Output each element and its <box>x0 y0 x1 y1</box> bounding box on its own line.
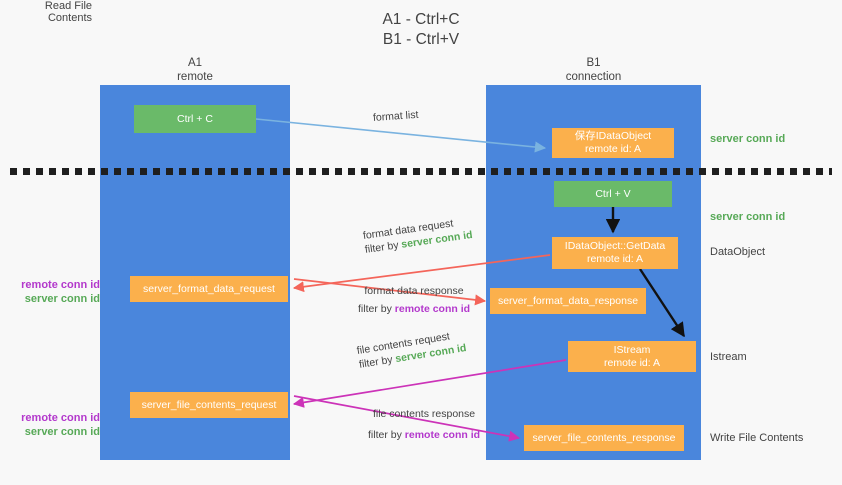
lane-header-a1: A1 remote <box>100 56 290 84</box>
label-remote-conn-id-1: remote conn id <box>21 279 100 291</box>
edge-label-format-data-response-line2: filter by remote conn id <box>358 302 470 316</box>
box-ctrl-v-label: Ctrl + V <box>595 187 631 200</box>
label-server-conn-id-mid: server conn id <box>710 211 786 223</box>
lane-b1-sub: connection <box>565 71 622 83</box>
filter-prefix: filter by <box>364 238 403 256</box>
box-idataobject-remote-id: remote id: A <box>584 143 642 155</box>
label-remote-conn-id-2: remote conn id <box>21 412 100 424</box>
box-istream-remote-id: remote id: A <box>603 356 661 369</box>
box-server-file-contents-request[interactable]: server_file_contents_request <box>130 392 288 418</box>
box-idataobject-getdata[interactable]: IDataObject::GetData remote id: A <box>552 237 678 269</box>
box-idataobject[interactable]: 保存IDataObject remote id: A <box>552 128 674 158</box>
edge-label-format-data-response: format data response filter by remote co… <box>358 284 470 316</box>
title-line-2: B1 - Ctrl+V <box>382 31 460 48</box>
box-ctrl-c-label: Ctrl + C <box>177 112 213 125</box>
box-idataobject-title: 保存IDataObject <box>574 130 652 142</box>
edge-label-format-data-request: format data request filter by server con… <box>362 214 473 257</box>
label-conn-ids-format: remote conn id server conn id <box>10 278 100 306</box>
edge-label-format-list: format list <box>372 108 419 124</box>
edge-label-file-contents-response-line2: filter by remote conn id <box>368 428 480 442</box>
edge-label-file-contents-request: file contents request filter by server c… <box>356 327 468 372</box>
label-server-conn-id-1: server conn id <box>24 293 100 305</box>
lane-b1-name: B1 <box>586 57 601 69</box>
box-server-format-data-request-label: server_format_data_request <box>143 282 275 295</box>
label-dataobject: DataObject <box>710 246 766 258</box>
label-server-conn-id-top: server conn id <box>710 133 786 145</box>
box-getdata-remote-id: remote id: A <box>586 253 644 265</box>
lane-a1-sub: remote <box>177 71 213 83</box>
box-getdata-title: IDataObject::GetData <box>564 240 666 252</box>
filter-prefix: filter by <box>368 429 405 441</box>
label-write-file-contents: Write File Contents <box>710 432 804 444</box>
filter-prefix: filter by <box>358 303 395 315</box>
box-ctrl-c[interactable]: Ctrl + C <box>134 105 256 133</box>
box-istream[interactable]: IStream remote id: A <box>568 341 696 372</box>
label-server-conn-id-2: server conn id <box>24 426 100 438</box>
edge-label-file-contents-response-line1: file contents response <box>372 408 476 420</box>
label-conn-ids-file: remote conn id server conn id <box>10 411 100 439</box>
box-istream-title: IStream <box>613 343 651 356</box>
lane-header-b1: B1 connection <box>486 56 701 84</box>
filter-key-remote-conn-id: remote conn id <box>404 429 481 441</box>
box-server-file-contents-response-label: server_file_contents_response <box>532 431 676 444</box>
box-server-file-contents-request-label: server_file_contents_request <box>141 398 277 411</box>
edge-label-file-contents-response: file contents response filter by remote … <box>368 407 480 442</box>
box-server-file-contents-response[interactable]: server_file_contents_response <box>524 425 684 451</box>
lane-a1-name: A1 <box>187 57 203 69</box>
box-ctrl-v[interactable]: Ctrl + V <box>554 181 672 207</box>
filter-key-remote-conn-id: remote conn id <box>394 303 471 315</box>
label-istream: Istream <box>710 351 747 363</box>
box-server-format-data-response[interactable]: server_format_data_response <box>490 288 646 314</box>
page-title: A1 - Ctrl+C B1 - Ctrl+V <box>0 10 842 50</box>
box-server-format-data-request[interactable]: server_format_data_request <box>130 276 288 302</box>
edge-label-format-data-response-line1: format data response <box>364 285 464 297</box>
box-server-format-data-response-label: server_format_data_response <box>497 294 639 307</box>
divider-dashed-line <box>10 168 832 175</box>
title-line-1: A1 - Ctrl+C <box>382 11 460 28</box>
label-read-file-contents: Read File Contents <box>44 0 92 24</box>
